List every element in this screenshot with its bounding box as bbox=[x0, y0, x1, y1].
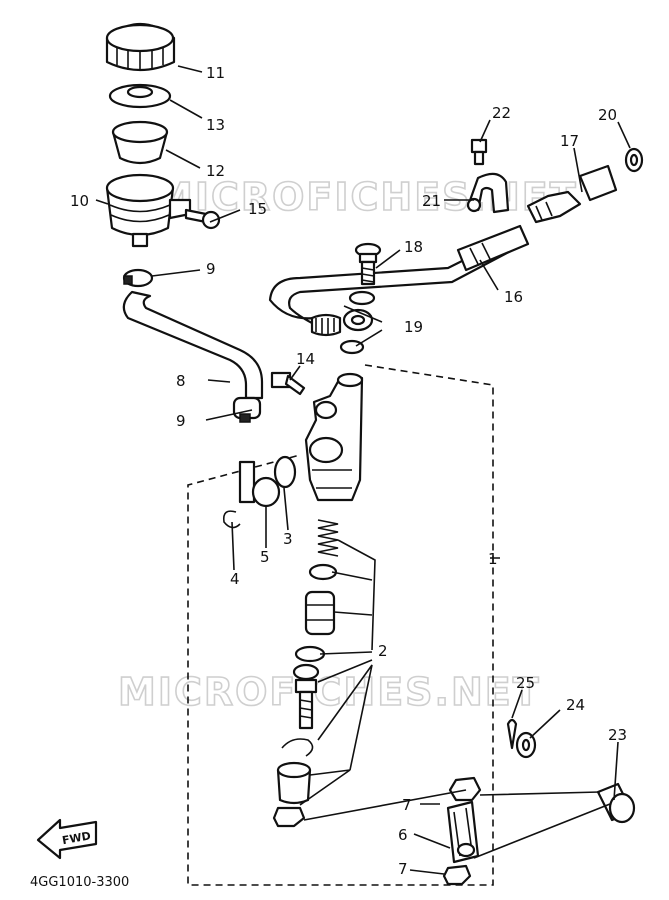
spring bbox=[317, 519, 339, 557]
leader-2 bbox=[299, 539, 376, 806]
piston bbox=[304, 590, 336, 636]
clevis bbox=[446, 800, 480, 864]
callout-11: 11 bbox=[206, 64, 225, 82]
callout-18: 18 bbox=[404, 238, 423, 256]
callout-14: 14 bbox=[296, 350, 315, 368]
copper-washer-upper bbox=[348, 290, 376, 306]
callout-9-upper: 9 bbox=[206, 260, 216, 278]
push-rod bbox=[292, 663, 320, 730]
callout-2: 2 bbox=[378, 642, 388, 660]
reservoir-hose bbox=[122, 290, 264, 400]
callout-12: 12 bbox=[206, 162, 225, 180]
diaphragm bbox=[111, 120, 169, 165]
master-cylinder-body bbox=[304, 372, 364, 502]
diagram-code: 4GG1010-3300 bbox=[30, 875, 129, 890]
hose-union bbox=[526, 164, 618, 224]
push-rod-circlip bbox=[281, 738, 314, 757]
callout-leaders bbox=[95, 65, 631, 875]
assembly-boundary bbox=[187, 364, 494, 886]
watermark-top: MICROFICHES.NET bbox=[155, 175, 578, 219]
callout-6: 6 bbox=[398, 826, 408, 844]
hose-clamp-lower bbox=[232, 396, 262, 423]
callout-5: 5 bbox=[260, 548, 270, 566]
callout-25: 25 bbox=[516, 674, 535, 692]
reservoir-screw bbox=[184, 208, 221, 230]
callout-15: 15 bbox=[248, 200, 267, 218]
reservoir-tank bbox=[105, 173, 192, 248]
hose-holder bbox=[466, 172, 510, 214]
lock-nut-clevis-lower bbox=[442, 864, 472, 886]
callout-1: 1 bbox=[488, 550, 498, 568]
plain-washer bbox=[515, 731, 537, 759]
callout-3: 3 bbox=[283, 530, 293, 548]
union-bolt bbox=[354, 242, 382, 286]
cotter-pin bbox=[506, 718, 518, 750]
callout-8: 8 bbox=[176, 372, 186, 390]
lock-nut-clevis-upper bbox=[448, 776, 482, 802]
fwd-arrow-icon: FWD bbox=[36, 818, 98, 860]
callout-4: 4 bbox=[230, 570, 240, 588]
leader-clevis bbox=[303, 789, 611, 859]
diaphragm-plate bbox=[108, 83, 172, 109]
cup bbox=[294, 645, 326, 663]
callout-22: 22 bbox=[492, 104, 511, 122]
holder-screw bbox=[470, 138, 488, 166]
callout-23: 23 bbox=[608, 726, 627, 744]
circlip bbox=[222, 510, 241, 529]
callout-10: 10 bbox=[70, 192, 89, 210]
boot bbox=[276, 761, 312, 805]
reservoir-cap bbox=[105, 23, 176, 72]
callout-19: 19 bbox=[404, 318, 423, 336]
banjo-fitting bbox=[342, 308, 374, 332]
callout-7-lower: 7 bbox=[398, 860, 408, 878]
callout-21: 21 bbox=[422, 192, 441, 210]
svg-text:FWD: FWD bbox=[61, 829, 92, 847]
callout-13: 13 bbox=[206, 116, 225, 134]
clevis-pin bbox=[596, 782, 636, 824]
hose-fitting bbox=[310, 224, 530, 337]
callout-17: 17 bbox=[560, 132, 579, 150]
union-washer bbox=[624, 147, 644, 173]
hose-clamp-upper bbox=[122, 268, 154, 288]
callout-24: 24 bbox=[566, 696, 585, 714]
lock-nut-upper bbox=[272, 806, 306, 828]
callout-16: 16 bbox=[504, 288, 523, 306]
copper-washer-lower bbox=[339, 339, 365, 355]
master-cylinder-bolt bbox=[270, 371, 306, 396]
o-ring bbox=[273, 455, 297, 489]
hose-joint bbox=[238, 460, 281, 508]
callout-9-lower: 9 bbox=[176, 412, 186, 430]
callout-20: 20 bbox=[598, 106, 617, 124]
callout-7-upper: 7 bbox=[402, 796, 412, 814]
